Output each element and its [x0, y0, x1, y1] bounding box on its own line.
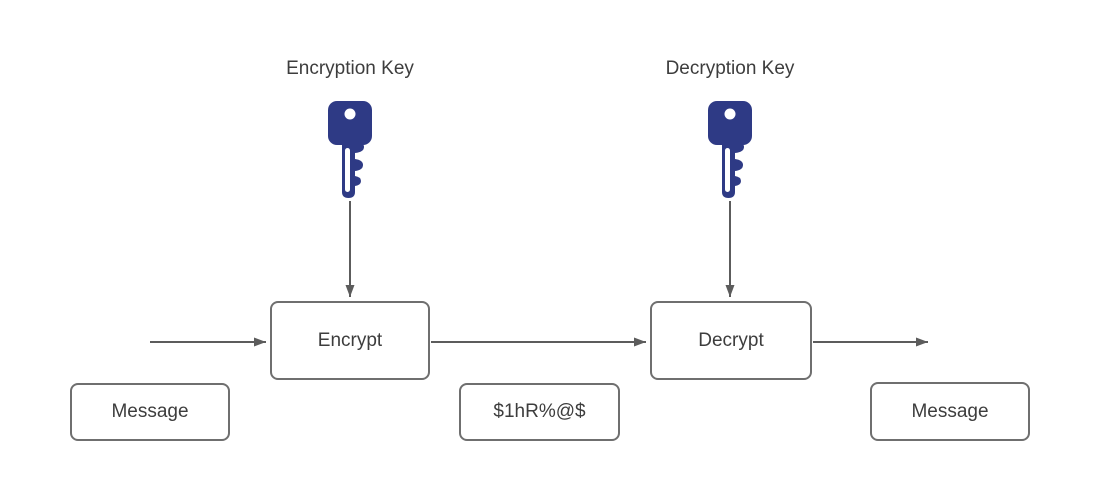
encryption-key-icon: [328, 101, 372, 198]
decryption-key-label: Decryption Key: [665, 58, 795, 79]
message-output-node: Message: [870, 382, 1030, 441]
message-input-node: Message: [70, 383, 230, 441]
encrypt-node: Encrypt: [270, 301, 430, 380]
decrypt-node: Decrypt: [650, 301, 812, 380]
ciphertext-node: $1hR%@$: [459, 383, 620, 441]
decryption-key-icon: [708, 101, 752, 198]
encryption-key-label: Encryption Key: [286, 58, 414, 79]
